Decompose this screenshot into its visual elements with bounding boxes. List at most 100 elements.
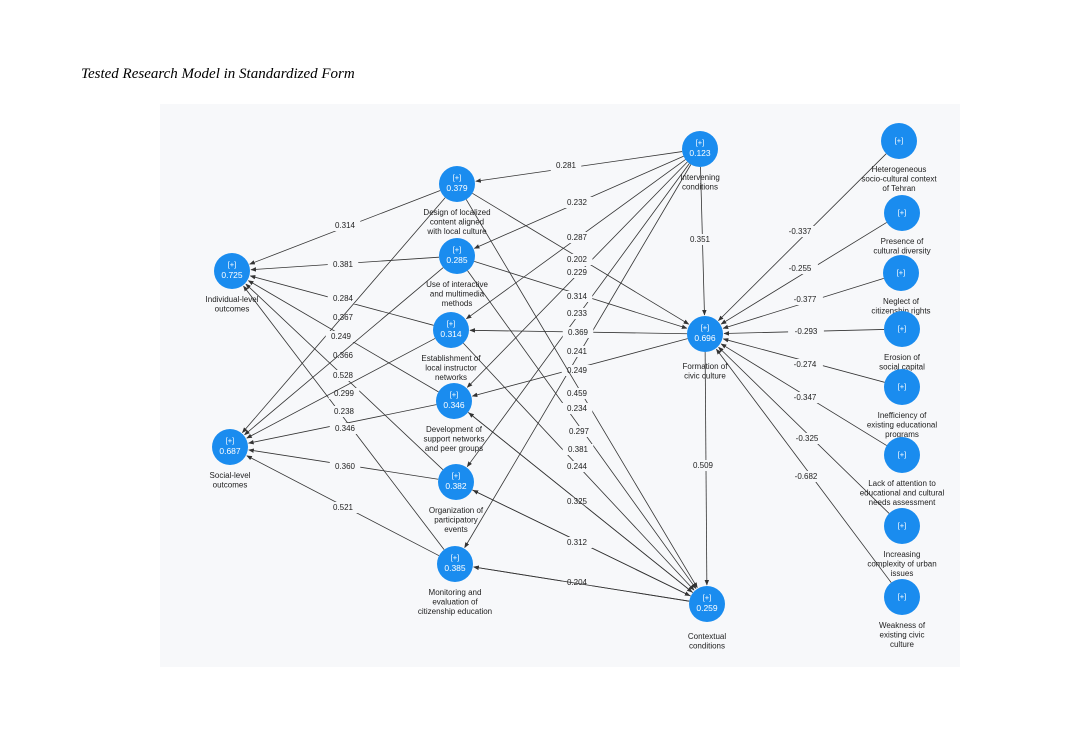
expand-toggle[interactable]: [+] <box>226 436 235 445</box>
construct-label: Weakness of <box>879 621 926 630</box>
construct-circle <box>884 369 920 405</box>
path-arrow-interactive-to-social <box>244 267 444 436</box>
construct-label: Erosion of <box>884 353 921 362</box>
expand-toggle[interactable]: [+] <box>696 138 705 147</box>
expand-toggle[interactable]: [+] <box>898 592 907 601</box>
path-coefficient-label: -0.325 <box>796 434 819 443</box>
construct-label: culture <box>890 640 915 649</box>
construct-circle <box>884 195 920 231</box>
coefficient-bg <box>327 293 359 304</box>
expand-toggle[interactable]: [+] <box>228 260 237 269</box>
construct-label: Formation of <box>683 362 729 371</box>
path-coefficient-label: 0.249 <box>331 332 352 341</box>
construct-circle <box>884 508 920 544</box>
expand-toggle[interactable]: [+] <box>453 173 462 182</box>
construct-label: and multimedia <box>430 290 485 299</box>
coefficient-bg <box>562 444 594 455</box>
r-squared-value: 0.285 <box>446 255 468 265</box>
construct-label: issues <box>891 569 914 578</box>
coefficient-bg <box>561 267 593 278</box>
construct-label: Individual-level <box>206 295 259 304</box>
expand-toggle[interactable]: [+] <box>451 553 460 562</box>
path-coefficient-label: 0.234 <box>567 404 588 413</box>
path-coefficient-label: 0.312 <box>567 538 588 547</box>
coefficient-bg <box>561 308 593 319</box>
construct-label: participatory <box>434 516 478 525</box>
r-squared-value: 0.385 <box>444 563 466 573</box>
construct-label: outcomes <box>213 481 248 490</box>
coefficient-bg <box>782 263 818 274</box>
coefficient-bg <box>561 461 593 472</box>
r-squared-value: 0.379 <box>446 183 468 193</box>
construct-label: Social-level <box>210 471 251 480</box>
path-coefficient-label: 0.299 <box>334 389 355 398</box>
path-coefficient-label: -0.337 <box>789 227 812 236</box>
r-squared-value: 0.346 <box>443 400 465 410</box>
construct-label: methods <box>442 299 473 308</box>
path-arrow-complexity-to-formation <box>718 346 890 514</box>
construct-label: evaluation of <box>432 598 478 607</box>
construct-label: events <box>444 525 468 534</box>
path-coefficient-label: 0.528 <box>333 371 354 380</box>
construct-label: conditions <box>682 183 718 192</box>
path-coefficient-label: 0.346 <box>335 424 356 433</box>
construct-label: Establishment of <box>421 354 481 363</box>
construct-label: Design of localized <box>423 208 490 217</box>
expand-toggle[interactable]: [+] <box>897 268 906 277</box>
construct-label: needs assessment <box>869 498 936 507</box>
coefficient-bg <box>562 327 594 338</box>
expand-toggle[interactable]: [+] <box>701 323 710 332</box>
coefficient-bg <box>561 577 593 588</box>
coefficient-bg <box>563 426 595 437</box>
r-squared-value: 0.696 <box>694 333 716 343</box>
coefficient-bg <box>787 392 823 403</box>
expand-toggle[interactable]: [+] <box>703 593 712 602</box>
expand-toggle[interactable]: [+] <box>898 208 907 217</box>
expand-toggle[interactable]: [+] <box>450 390 459 399</box>
coefficient-bg <box>789 433 825 444</box>
expand-toggle[interactable]: [+] <box>447 319 456 328</box>
path-coefficient-label: 0.202 <box>567 255 588 264</box>
coefficient-bg <box>561 197 593 208</box>
construct-label: content aligned <box>430 218 484 227</box>
expand-toggle[interactable]: [+] <box>898 450 907 459</box>
expand-toggle[interactable]: [+] <box>452 471 461 480</box>
expand-toggle[interactable]: [+] <box>898 382 907 391</box>
r-squared-value: 0.382 <box>445 481 467 491</box>
coefficient-bg <box>327 502 359 513</box>
coefficient-bg <box>561 365 593 376</box>
r-squared-value: 0.314 <box>440 329 462 339</box>
coefficient-bg <box>328 406 360 417</box>
construct-label: of Tehran <box>882 184 915 193</box>
expand-toggle[interactable]: [+] <box>898 324 907 333</box>
construct-circle <box>884 579 920 615</box>
expand-toggle[interactable]: [+] <box>453 245 462 254</box>
path-coefficient-label: -0.347 <box>794 393 817 402</box>
path-coefficient-label: -0.682 <box>795 472 818 481</box>
construct-label: programs <box>885 430 919 439</box>
construct-label: Inefficiency of <box>878 411 928 420</box>
expand-toggle[interactable]: [+] <box>898 521 907 530</box>
expand-toggle[interactable]: [+] <box>895 136 904 145</box>
construct-circle <box>439 238 475 274</box>
r-squared-value: 0.123 <box>689 148 711 158</box>
